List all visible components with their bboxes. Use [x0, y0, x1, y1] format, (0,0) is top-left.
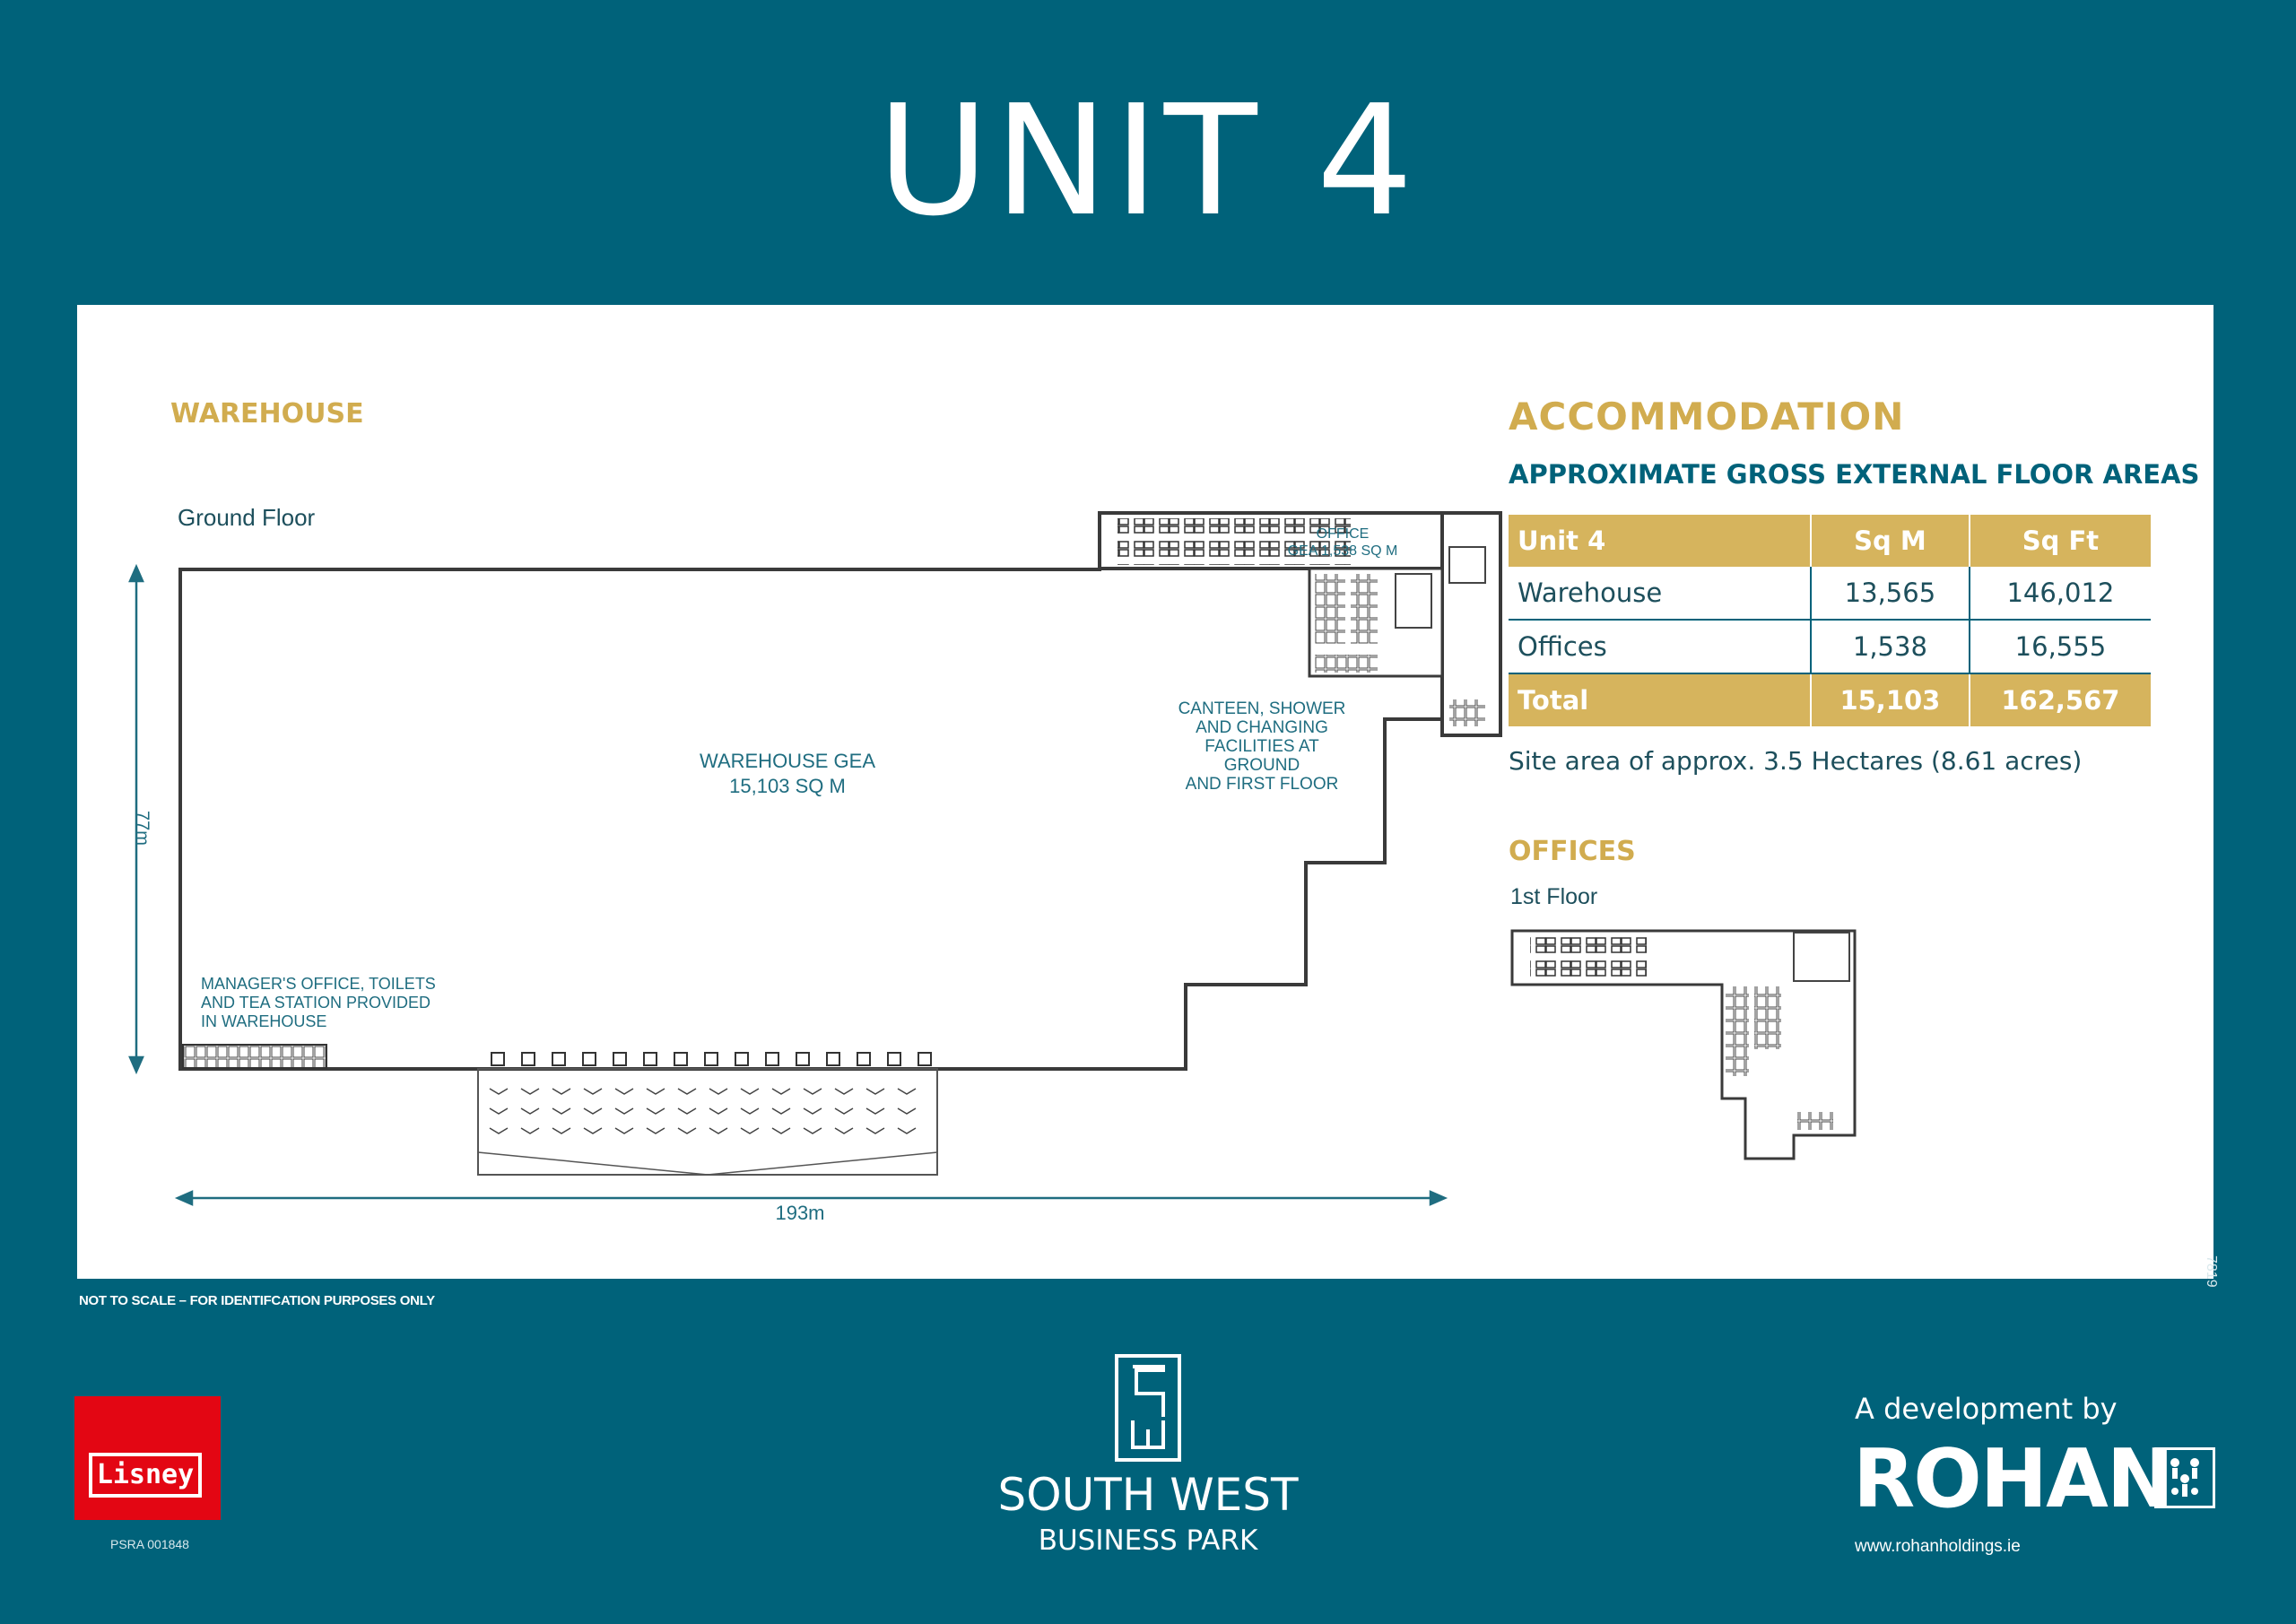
site-area-text: Site area of approx. 3.5 Hectares (8.61 …	[1509, 746, 2083, 776]
canteen-note-line: CANTEEN, SHOWER	[1178, 699, 1346, 718]
office-label-line: GEA 1,538 SQ M	[1287, 543, 1398, 559]
page-title: UNIT 4	[877, 73, 1419, 250]
first-floor-label: 1st Floor	[1510, 884, 1598, 909]
column-header: Unit 4	[1509, 515, 1811, 567]
south-west-logo-icon	[1115, 1354, 1181, 1462]
park-subtitle: BUSINESS PARK	[1038, 1524, 1258, 1557]
lisney-wordmark: Lisney	[89, 1453, 202, 1498]
rohan-logo: ROHAN	[1853, 1432, 2174, 1526]
width-dimension-label: 193m	[775, 1202, 825, 1224]
warehouse-heading: WAREHOUSE	[170, 398, 364, 430]
park-name: SOUTH WEST	[997, 1469, 1299, 1521]
manager-note-line: IN WAREHOUSE	[201, 1012, 327, 1030]
table-header-row: Unit 4 Sq M Sq Ft	[1509, 515, 2151, 567]
total-sqm: 15,103	[1810, 673, 1970, 726]
row-sqm: 1,538	[1810, 620, 1970, 674]
warehouse-gea-line: WAREHOUSE GEA	[700, 750, 875, 772]
row-name: Warehouse	[1509, 567, 1811, 621]
canteen-note-line: AND FIRST FLOOR	[1185, 775, 1339, 794]
height-dimension-label: 77m	[132, 811, 152, 846]
accommodation-title: ACCOMMODATION	[1509, 395, 1905, 439]
manager-note-line: AND TEA STATION PROVIDED	[201, 994, 431, 1012]
lisney-logo: Lisney	[74, 1396, 221, 1520]
canteen-note-line: AND CHANGING	[1196, 718, 1328, 737]
office-label-line: OFFICE	[1316, 526, 1370, 542]
table-row: Offices 1,538 16,555	[1509, 620, 2151, 674]
ground-floor-label: Ground Floor	[178, 504, 316, 531]
developer-url[interactable]: www.rohanholdings.ie	[1855, 1537, 2021, 1556]
table-row: Warehouse 13,565 146,012	[1509, 567, 2151, 621]
psra-number: PSRA 001848	[110, 1537, 189, 1551]
column-header: Sq Ft	[1968, 515, 2151, 567]
manager-office-note: MANAGER'S OFFICE, TOILETS AND TEA STATIO…	[201, 975, 524, 1031]
row-sqft: 146,012	[1968, 567, 2151, 621]
offices-heading: OFFICES	[1509, 836, 1636, 867]
sw-monogram-icon	[1131, 1365, 1165, 1449]
warehouse-gea-label: WAREHOUSE GEA 15,103 SQ M	[662, 749, 913, 799]
warehouse-gea-line: 15,103 SQ M	[729, 775, 846, 797]
row-sqft: 16,555	[1968, 620, 2151, 674]
column-header: Sq M	[1810, 515, 1970, 567]
canteen-note-line: FACILITIES AT GROUND	[1205, 737, 1319, 775]
total-name: Total	[1509, 673, 1811, 726]
warehouse-floor-plan	[128, 511, 1857, 1206]
developer-intro: A development by	[1855, 1392, 2118, 1426]
accommodation-subtitle: APPROXIMATE GROSS EXTERNAL FLOOR AREAS	[1509, 459, 2200, 490]
accommodation-table: Unit 4 Sq M Sq Ft Warehouse 13,565 146,0…	[1509, 515, 2151, 726]
reference-code: 7819	[2204, 1255, 2219, 1288]
office-label: OFFICE GEA 1,538 SQ M	[1231, 525, 1455, 560]
row-sqm: 13,565	[1810, 567, 1970, 621]
canteen-note: CANTEEN, SHOWER AND CHANGING FACILITIES …	[1168, 699, 1356, 794]
manager-note-line: MANAGER'S OFFICE, TOILETS	[201, 975, 436, 993]
floor-plan-panel: WAREHOUSE Ground Floor OFFICE GEA 1,538 …	[77, 305, 2213, 1279]
total-sqft: 162,567	[1968, 673, 2151, 726]
disclaimer-note: NOT TO SCALE – FOR IDENTIFCATION PURPOSE…	[79, 1293, 435, 1308]
row-name: Offices	[1509, 620, 1811, 674]
rohan-figures-icon	[2154, 1447, 2215, 1508]
table-total-row: Total 15,103 162,567	[1509, 673, 2151, 726]
people-icon	[2170, 1458, 2199, 1497]
